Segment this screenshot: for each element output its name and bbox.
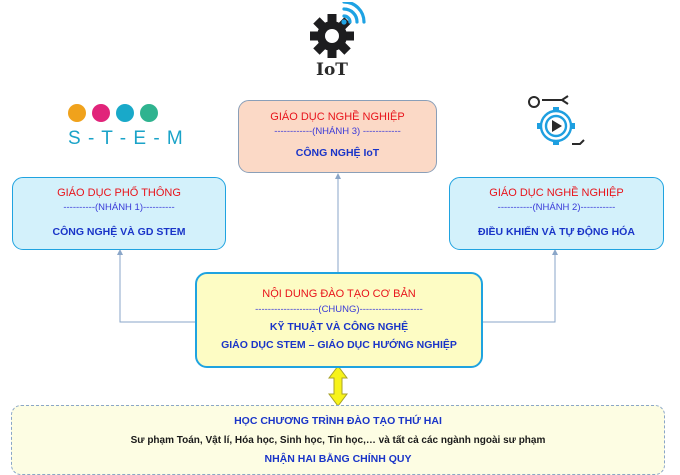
branch2-title: GIÁO DỤC NGHỀ NGHIỆP	[489, 187, 624, 199]
second-program-box: HỌC CHƯƠNG TRÌNH ĐÀO TẠO THỨ HAI Sư phạm…	[11, 405, 665, 475]
branch3-subject: CÔNG NGHỆ IoT	[295, 147, 380, 159]
branch3-title: GIÁO DỤC NGHỀ NGHIỆP	[270, 111, 405, 123]
second-desc: Sư phạm Toán, Vật lí, Hóa học, Sinh học,…	[130, 435, 546, 446]
branch1-title: GIÁO DỤC PHỔ THÔNG	[57, 187, 181, 199]
core-line1: KỸ THUẬT VÀ CÔNG NGHỆ	[269, 321, 409, 333]
stem-logo: S - T - E - M	[68, 102, 183, 160]
flask-icon	[68, 104, 86, 122]
branch1-box: GIÁO DỤC PHỔ THÔNG ----------(NHÁNH 1)--…	[12, 177, 226, 250]
iot-logo: IoT	[304, 0, 376, 80]
second-title: HỌC CHƯƠNG TRÌNH ĐÀO TẠO THỨ HAI	[234, 415, 442, 427]
branch1-subject: CÔNG NGHỆ VÀ GD STEM	[52, 226, 186, 238]
branch3-box: GIÁO DỤC NGHỀ NGHIỆP ------------(NHÁNH …	[238, 100, 437, 173]
branch3-tag: ------------(NHÁNH 3) ------------	[274, 126, 401, 137]
core-box: NỘI DUNG ĐÀO TẠO CƠ BẢN ----------------…	[195, 272, 483, 368]
stem-text: S - T - E - M	[68, 128, 184, 149]
automation-gear-icon	[528, 95, 585, 145]
branch2-tag: -----------(NHÁNH 2)-----------	[497, 202, 616, 213]
branch2-subject: ĐIỀU KHIỂN VÀ TỰ ĐỘNG HÓA	[478, 226, 635, 238]
core-title: NỘI DUNG ĐÀO TẠO CƠ BẢN	[262, 288, 416, 300]
circuit-icon	[92, 104, 110, 122]
branch1-tag: ----------(NHÁNH 1)----------	[63, 202, 175, 213]
iot-label: IoT	[316, 60, 348, 80]
double-arrow	[328, 365, 348, 407]
ruler-icon	[140, 104, 158, 122]
gears-icon	[116, 104, 134, 122]
connector-lines	[117, 173, 558, 407]
gear-wifi-icon	[310, 0, 366, 58]
core-line2: GIÁO DỤC STEM – GIÁO DỤC HƯỚNG NGHIỆP	[221, 339, 457, 351]
branch2-box: GIÁO DỤC NGHỀ NGHIỆP -----------(NHÁNH 2…	[449, 177, 664, 250]
core-tag: --------------------(CHUNG)-------------…	[255, 304, 423, 315]
